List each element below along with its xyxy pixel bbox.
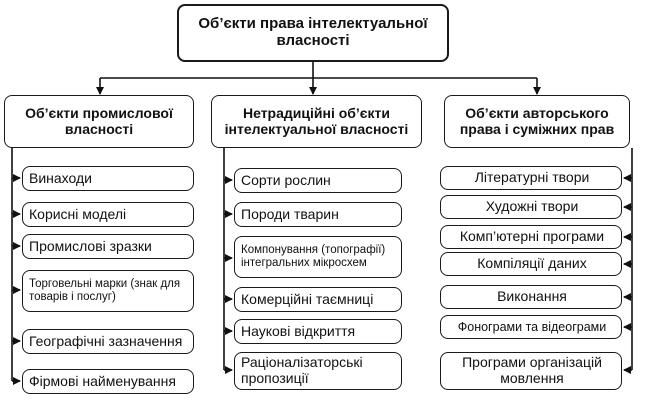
item-data-compilations: Компіляції даних (440, 252, 622, 276)
item-industrial-designs: Промислові зразки (22, 234, 194, 259)
category-title: Об’єкти промислової власності (25, 104, 173, 137)
category-title: Об’єкти авторського права і суміжних пра… (459, 104, 615, 137)
category-copyright-related-rights: Об’єкти авторського права і суміжних пра… (444, 95, 630, 148)
item-computer-programs: Комп’ютерні програми (440, 225, 622, 249)
item-trade-secrets: Комерційні таємниці (234, 287, 402, 312)
item-integrated-circuit-layouts: Компонування (топографії) інтегральних м… (234, 236, 402, 278)
item-utility-models: Корисні моделі (22, 202, 194, 227)
item-scientific-discoveries: Наукові відкриття (234, 319, 402, 344)
item-rationalization-proposals: Раціоналізаторські пропозиції (234, 352, 402, 390)
root-node: Об’єкти права інтелектуальної власності (177, 4, 449, 62)
item-trade-names: Фірмові найменування (22, 369, 194, 394)
item-performances: Виконання (440, 285, 622, 309)
item-literary-works: Літературні твори (440, 166, 622, 190)
category-industrial-property: Об’єкти промислової власності (4, 95, 194, 148)
item-phonograms-videograms: Фонограми та відеограми (440, 315, 622, 339)
item-animal-breeds: Породи тварин (234, 202, 402, 227)
category-nontraditional-objects: Нетрадиційні об’єкти інтелектуальної вла… (211, 95, 422, 148)
root-title: Об’єкти права інтелектуальної власності (198, 15, 428, 49)
item-inventions: Винаходи (22, 166, 194, 191)
item-artistic-works: Художні твори (440, 195, 622, 219)
item-geographical-indications: Географічні зазначення (22, 329, 194, 354)
category-title: Нетрадиційні об’єкти інтелектуальної вла… (224, 104, 409, 137)
item-trademarks: Торговельні марки (знак для товарів і по… (22, 270, 194, 312)
item-plant-varieties: Сорти рослин (234, 168, 402, 193)
item-broadcasting-programs: Програми організацій мовлення (440, 352, 622, 390)
